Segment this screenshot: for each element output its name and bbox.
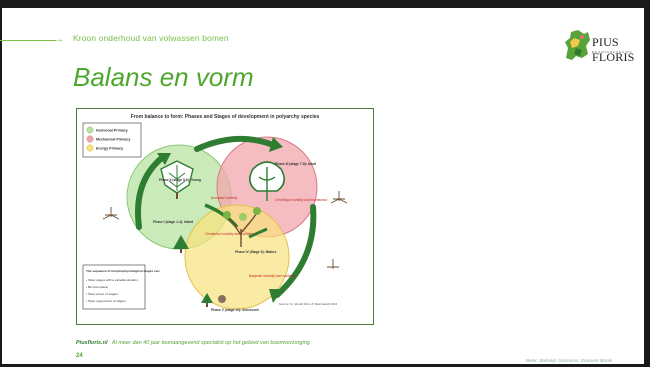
note-item: • Be incomplete; xyxy=(86,285,109,289)
brand-name: PIUS FLORIS xyxy=(592,35,635,64)
arrow-left xyxy=(135,154,166,230)
root-right-icon xyxy=(330,191,348,204)
slide-top-border xyxy=(0,0,650,8)
note-item: • Have stages with a variable duration; xyxy=(86,278,139,282)
note-item: • Have jumps of stages; xyxy=(86,292,119,296)
legend-label-hormonal: Hormonal Primacy xyxy=(96,129,128,133)
annotation-accepted: Accepted mortality xyxy=(210,196,238,200)
tree-map-logo-icon xyxy=(565,30,590,60)
phase-3-label: Phase III (stage 7-8): Adult xyxy=(275,162,317,166)
page-title: Balans en vorm xyxy=(73,62,254,92)
slide-bottom-border xyxy=(0,364,650,367)
infant-tree-icon xyxy=(173,235,189,253)
photo-credit: Beter: Stefanijs Gonzonns, Giovanni Mora… xyxy=(526,358,613,363)
arrow-left-head xyxy=(157,153,171,165)
legend-swatch-mechanical xyxy=(86,135,94,143)
brand-subtitle: BOOMVERZORGING xyxy=(592,50,633,54)
notes-box xyxy=(82,264,146,310)
annotation-centripetal: Centripetal mortality and ossilation xyxy=(205,232,254,236)
diagram-title: From balance to form: Phases and Stages … xyxy=(130,114,320,120)
adult-tree-icon xyxy=(249,161,285,201)
legend-label-energy: Energy Primacy xyxy=(96,147,123,151)
annotation-basipetal: Basipetal mortality and ossilation xyxy=(249,274,296,278)
arrow-top-head xyxy=(269,137,283,152)
arrow-right xyxy=(274,204,317,298)
root-bottom-right-icon xyxy=(327,259,339,269)
diagram-canvas: Hormonal Primacy Mechanical Primacy Ener… xyxy=(82,122,348,312)
page-number: 24 xyxy=(76,353,83,359)
notes-title: The sequence of morphophysiological stag… xyxy=(86,269,160,273)
phase-4-label: Phase IV (Stage 9): Mature xyxy=(235,250,277,254)
arrow-right-icon: → xyxy=(54,34,64,45)
development-diagram: From balance to form: Phases and Stages … xyxy=(76,108,374,325)
footer-brand-link[interactable]: Piusfloris.nl xyxy=(76,340,108,346)
annotation-centrifugal: Centrifugal mortality and heartbwood xyxy=(275,198,327,202)
diagram-source: Source: G. Moralli (from P. Raimbault) 2… xyxy=(279,302,337,306)
root-left-icon xyxy=(102,207,120,220)
arrow-right-head xyxy=(269,289,283,303)
senescent-tree-icon xyxy=(201,293,226,307)
footer-tagline: Al meer dan 40 jaar toonaangevend specia… xyxy=(112,340,310,346)
slide-left-border xyxy=(0,0,2,367)
young-tree-icon xyxy=(160,160,194,199)
breadcrumb: Kroon onderhoud van volwassen bomen xyxy=(73,33,229,43)
slide-right-border xyxy=(644,0,650,367)
legend-swatch-energy xyxy=(86,144,94,152)
header-rule xyxy=(0,40,56,41)
phase-5-label: Phase V (stage 10): Senescent xyxy=(211,308,260,312)
phase-2-label: Phase II (stage 5-6): Young xyxy=(159,178,201,182)
arrow-top xyxy=(194,135,276,152)
phase-1-label: Phase I (stage 1-4): Infant xyxy=(153,220,194,224)
arrow-center-2 xyxy=(248,227,268,239)
legend-label-mechanical: Mechanical Primacy xyxy=(96,138,130,142)
mature-tree-icon xyxy=(223,207,261,247)
legend-swatch-hormonal xyxy=(86,126,94,134)
note-item: • Have regressions of stages; xyxy=(86,299,126,303)
